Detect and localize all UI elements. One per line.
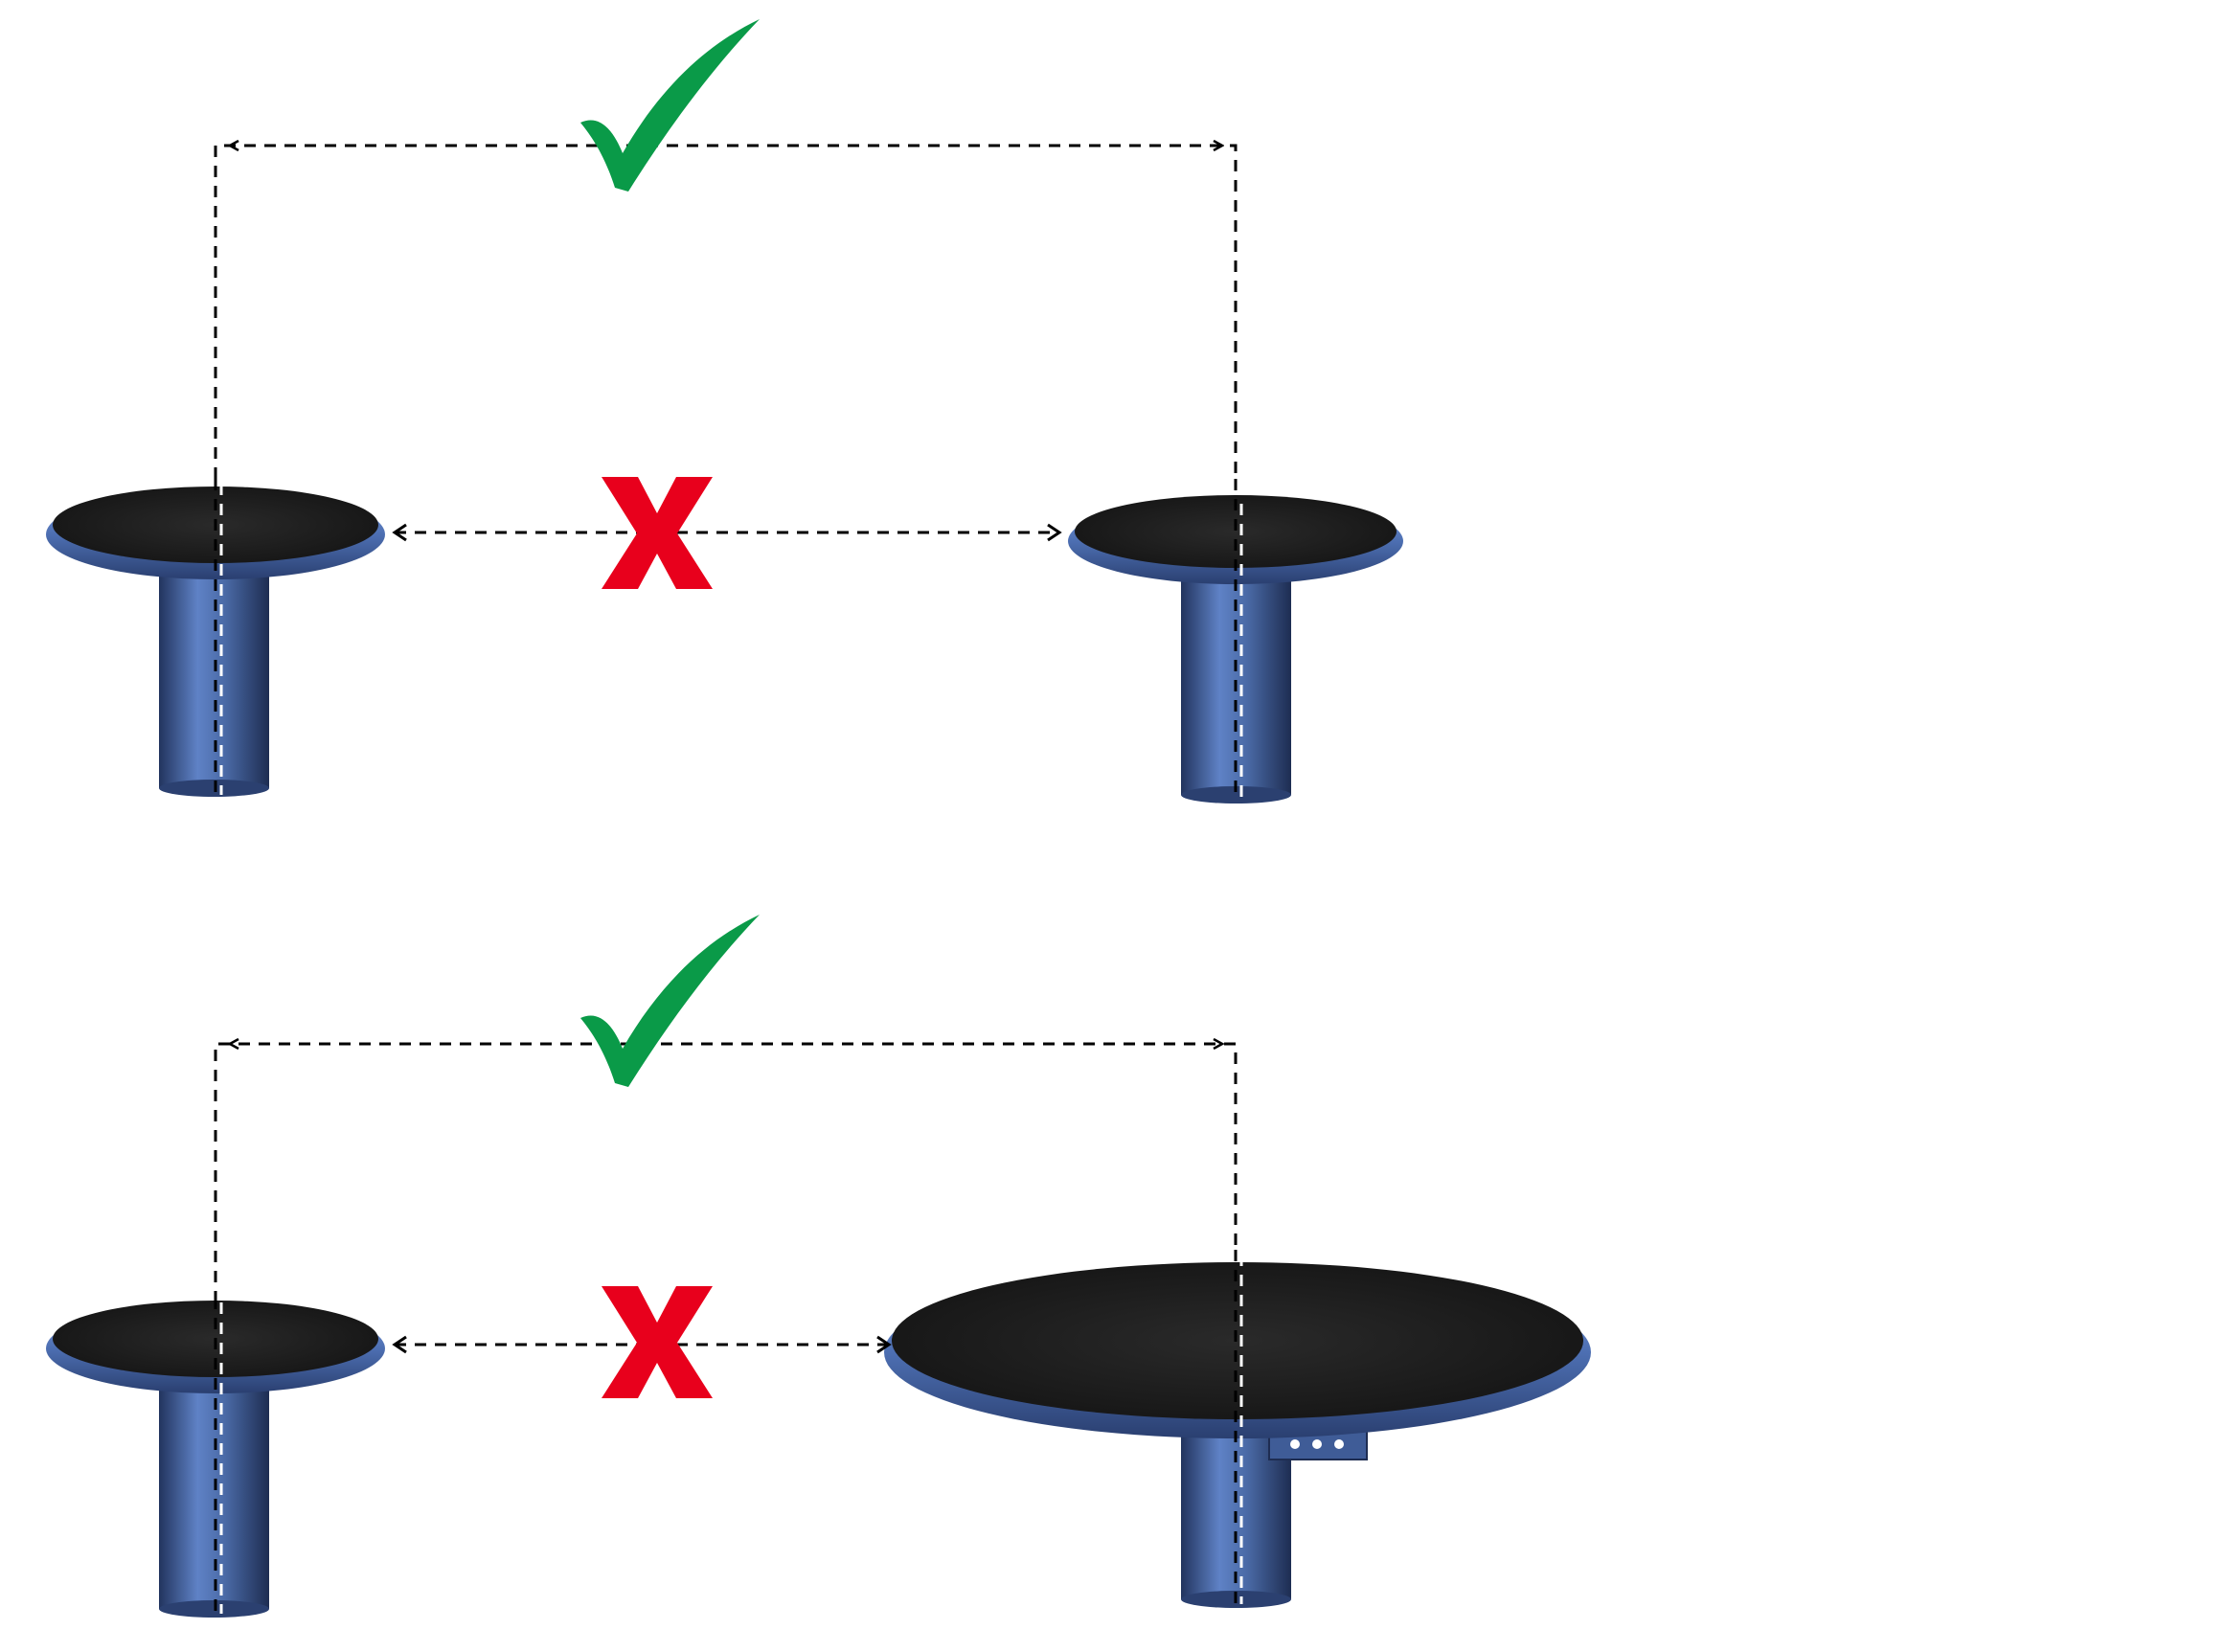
center-to-center-measurement (214, 146, 1238, 479)
cross-icon (602, 1286, 713, 1398)
platform-right-small (1068, 479, 1403, 803)
platform-left-small (46, 479, 385, 797)
platform-right-large (884, 1250, 1591, 1608)
center-to-center-measurement (214, 1044, 1238, 1302)
edge-to-edge-measurement (392, 523, 1062, 542)
row-1 (46, 19, 1403, 803)
row-2 (46, 915, 1591, 1618)
check-icon (580, 19, 760, 192)
platform-left-small (46, 1298, 385, 1618)
check-icon (580, 915, 760, 1087)
cross-icon (602, 477, 713, 589)
